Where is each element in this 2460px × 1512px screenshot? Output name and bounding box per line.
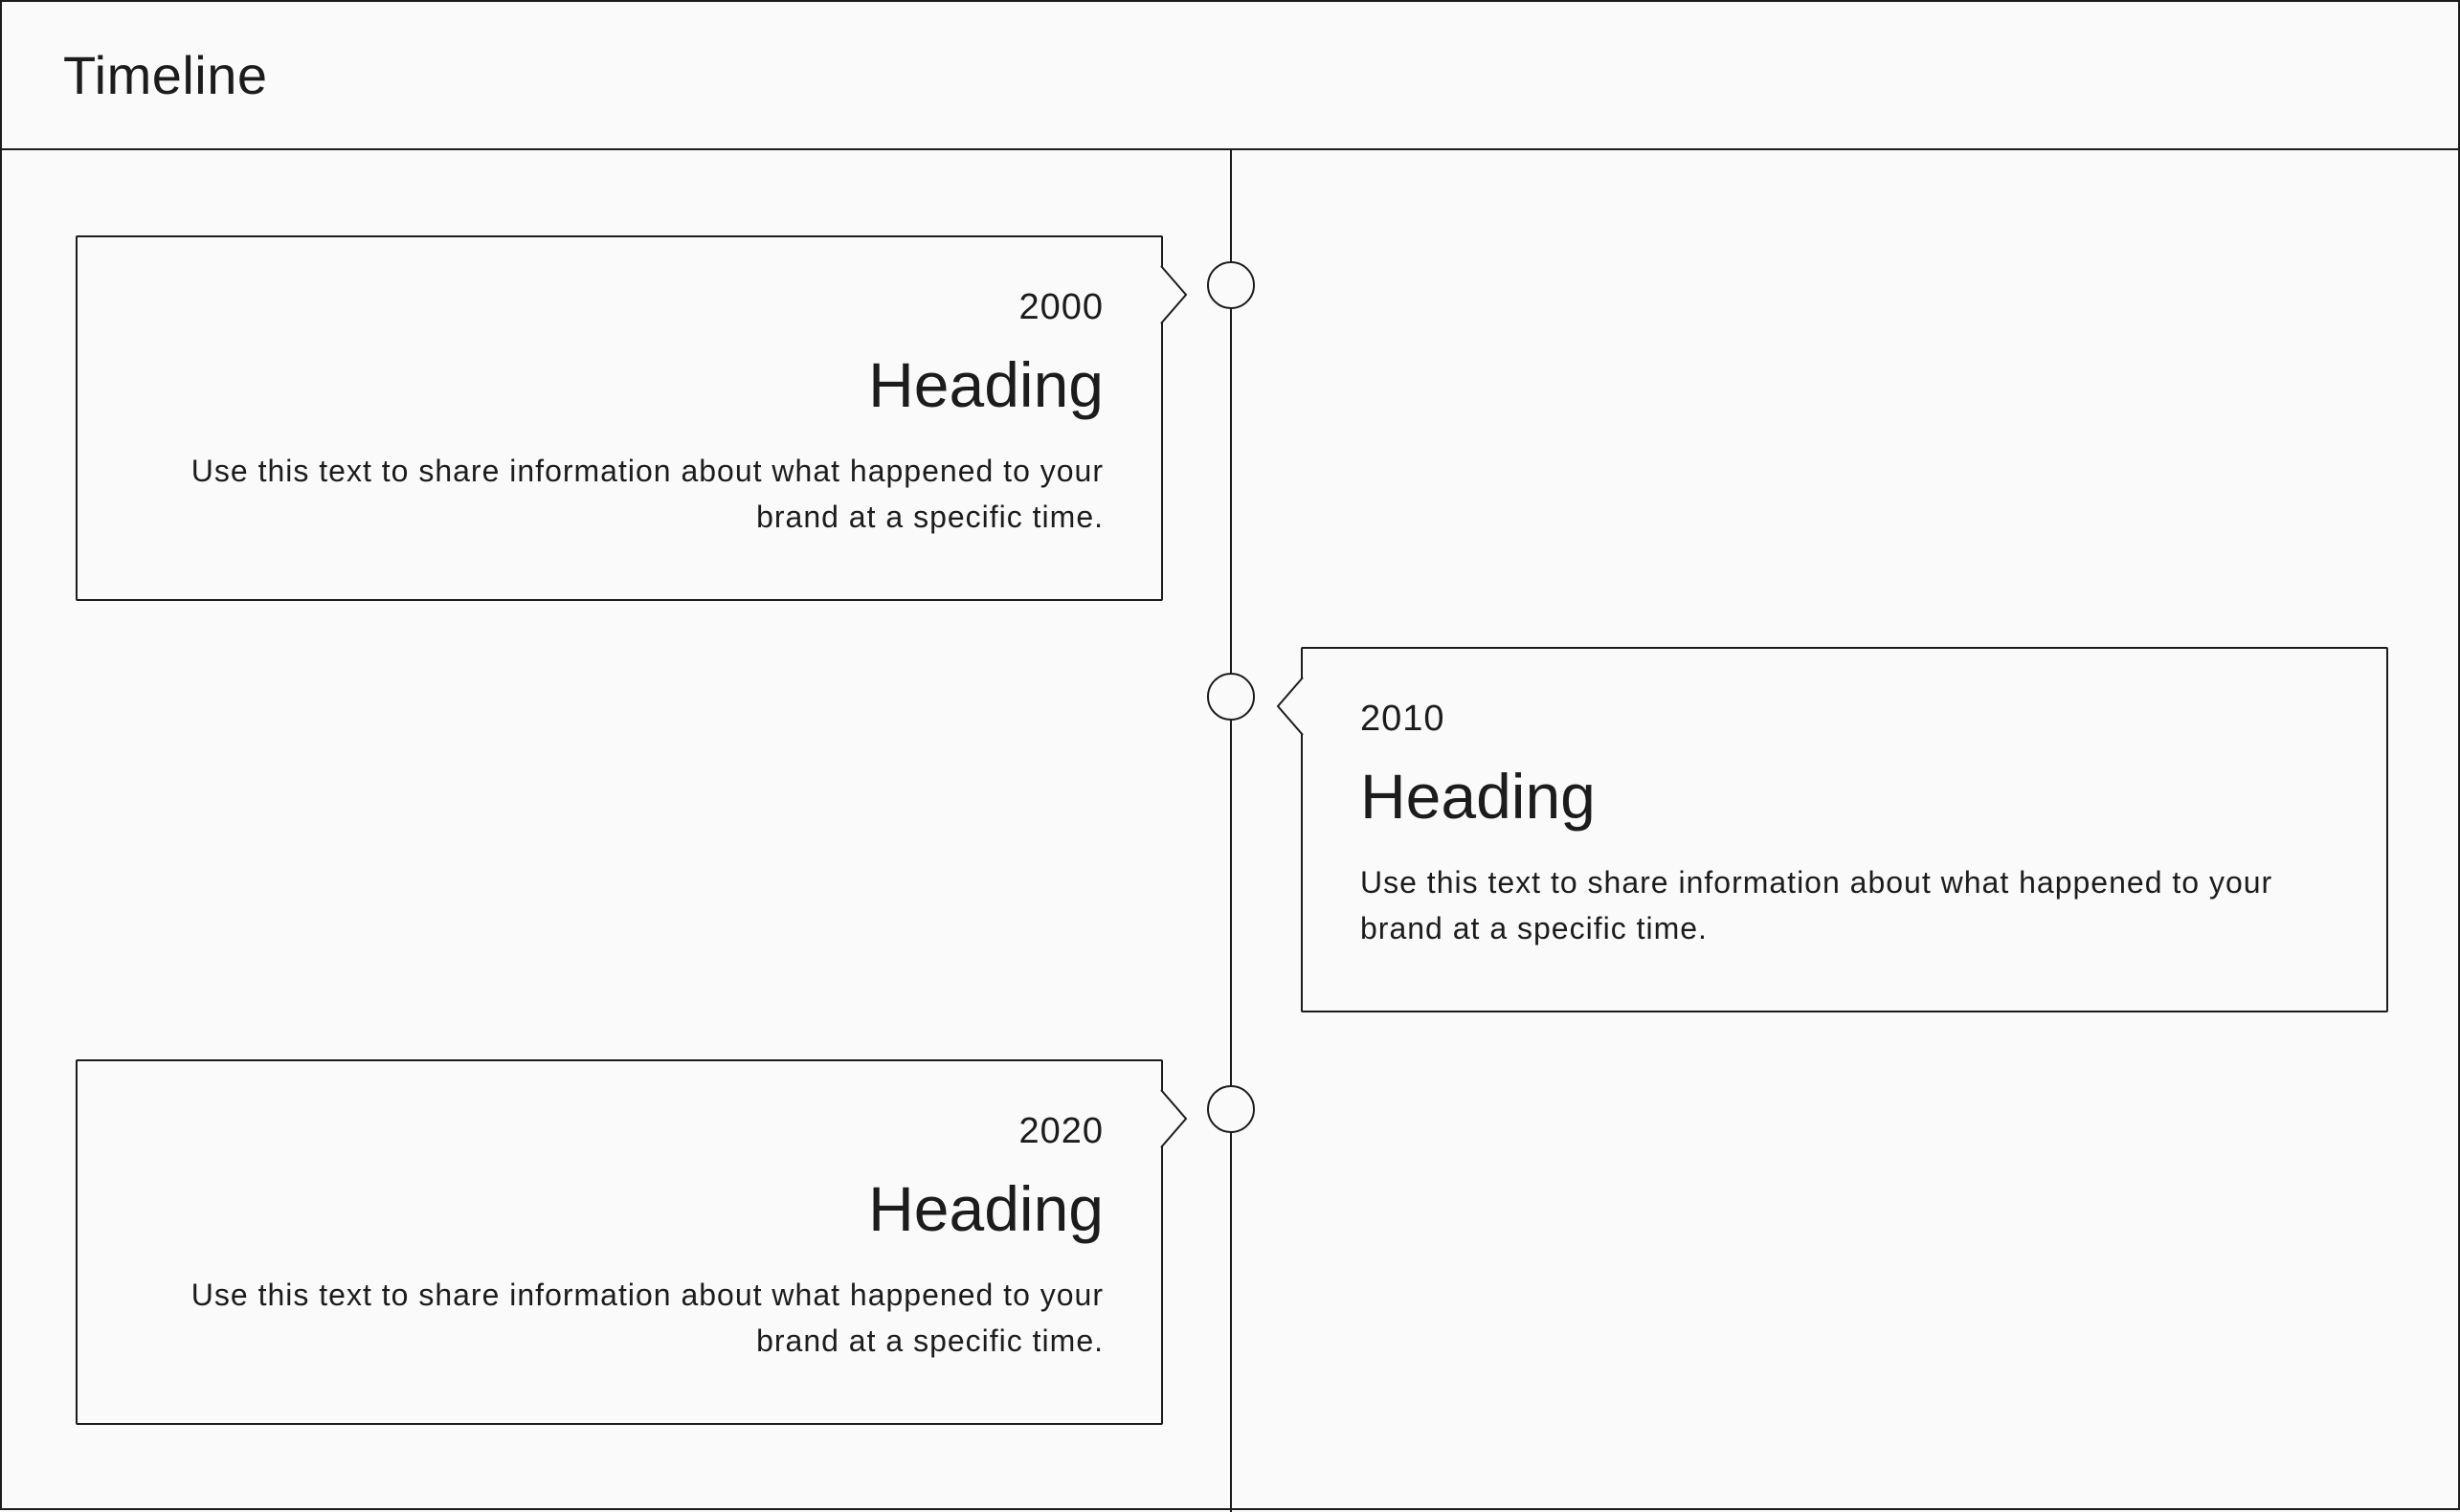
- timeline-node-2000[interactable]: [1207, 261, 1255, 309]
- card-content: 2020 Heading Use this text to share info…: [135, 1107, 1104, 1364]
- card-heading: Heading: [868, 349, 1104, 420]
- card-description: Use this text to share information about…: [190, 454, 1104, 534]
- card-pointer-right: [1160, 265, 1188, 324]
- card-content: 2000 Heading Use this text to share info…: [135, 283, 1104, 540]
- page-title: Timeline: [63, 45, 268, 105]
- card-pointer-right: [1160, 1089, 1188, 1148]
- timeline-card-2010[interactable]: 2010 Heading Use this text to share info…: [1276, 647, 2388, 1012]
- page-header: Timeline: [2, 2, 2458, 150]
- card-description: Use this text to share information about…: [1360, 865, 2273, 945]
- card-year: 2020: [1018, 1111, 1104, 1151]
- card-description: Use this text to share information about…: [190, 1278, 1104, 1358]
- card-year: 2010: [1360, 699, 1445, 739]
- timeline-node-2020[interactable]: [1207, 1085, 1255, 1133]
- card-pointer-left: [1276, 677, 1304, 736]
- timeline-card-2020[interactable]: 2020 Heading Use this text to share info…: [76, 1059, 1188, 1425]
- timeline-axis: [1230, 150, 1232, 1512]
- timeline-card-2000[interactable]: 2000 Heading Use this text to share info…: [76, 235, 1188, 601]
- card-heading: Heading: [868, 1173, 1104, 1244]
- timeline-node-2010[interactable]: [1207, 673, 1255, 721]
- card-heading: Heading: [1360, 761, 1596, 832]
- card-year: 2000: [1018, 287, 1104, 327]
- card-content: 2010 Heading Use this text to share info…: [1360, 695, 2329, 951]
